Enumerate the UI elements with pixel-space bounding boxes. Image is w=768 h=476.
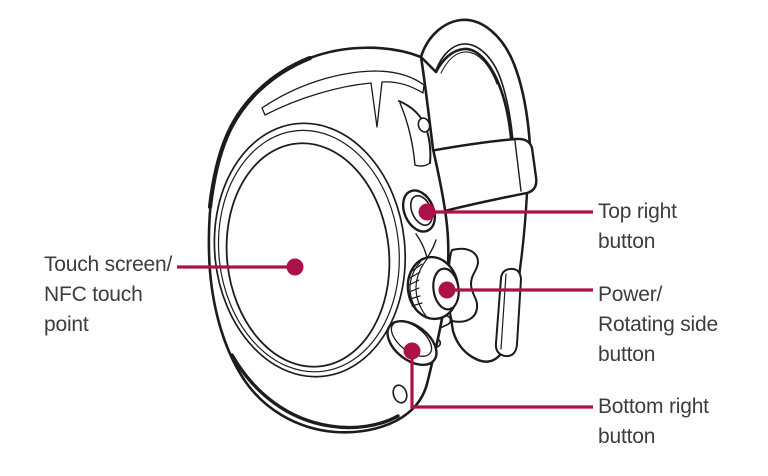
crown-ridges [408, 263, 423, 307]
label-power-rotating-button: Power/ Rotating side button [598, 283, 718, 366]
watch-bezel [213, 122, 407, 378]
label-bottom-right-button: Bottom right button [598, 395, 709, 448]
body-outline-heavy [207, 55, 313, 210]
touch-screen [225, 142, 391, 368]
label-touch-screen: Touch screen/ NFC touch point [44, 253, 173, 336]
side-plate [398, 100, 437, 259]
callout-dot-bottom-right-button [403, 342, 421, 360]
callout-dot-top-right-button [418, 203, 436, 221]
callout-dot-touch-screen [286, 258, 304, 276]
side-screw [417, 117, 431, 133]
label-top-right-button: Top right button [598, 200, 677, 253]
body-outline-heavy [230, 353, 400, 430]
callouts [177, 203, 593, 409]
callout-dot-power-rotating [438, 281, 456, 299]
bottom-screw [392, 384, 408, 404]
callout-line-bottom-right-button [410, 351, 593, 409]
screen-highlight [261, 70, 425, 128]
